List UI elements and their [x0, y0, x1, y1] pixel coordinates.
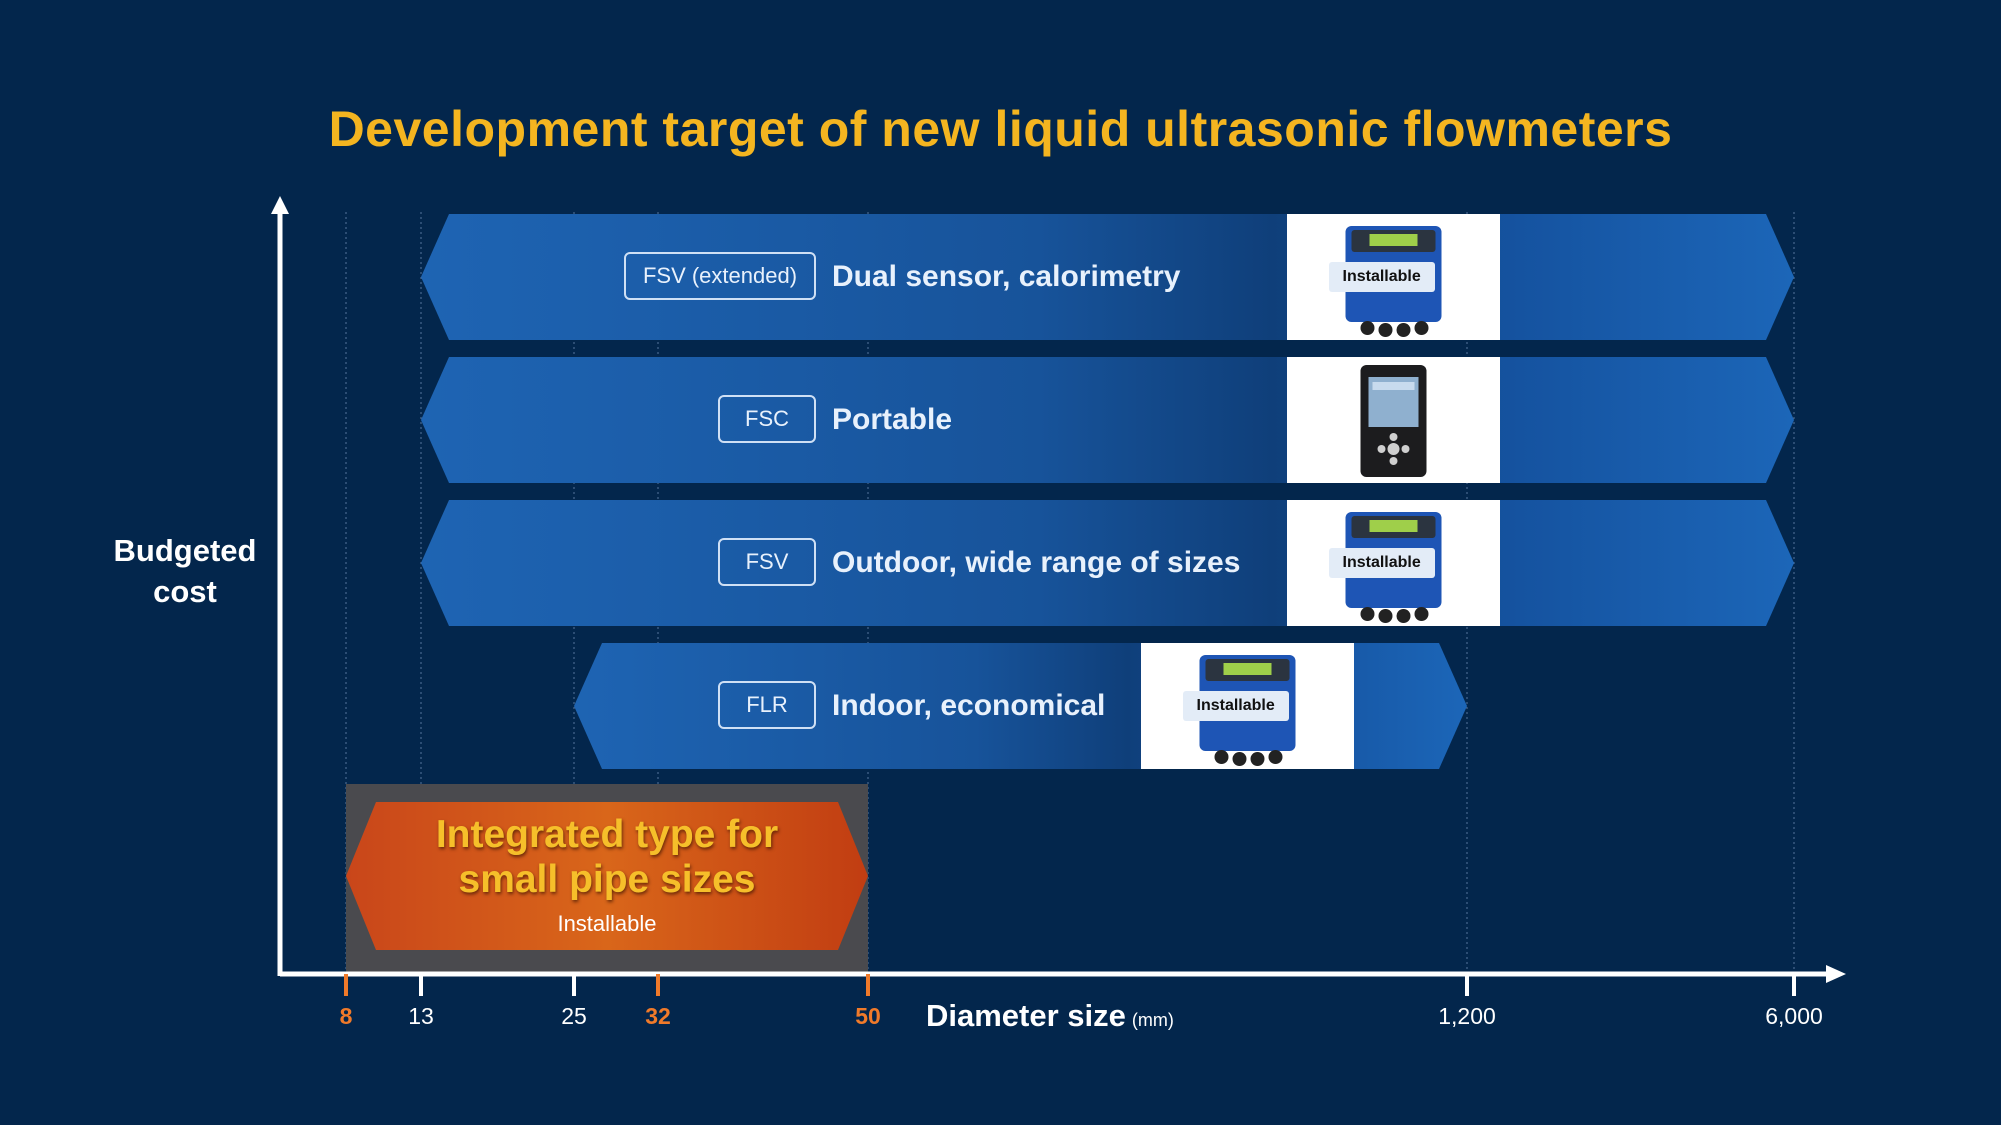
band-description: Portable [832, 403, 953, 436]
device-shape [1369, 520, 1418, 532]
band-code-box: FSC [718, 395, 816, 443]
x-tick-label: 8 [339, 1003, 353, 1029]
x-axis-title: Diameter size [926, 998, 1126, 1033]
device-shape [1268, 750, 1283, 764]
x-axis-arrowhead [1826, 965, 1846, 983]
x-tick-label: 1,200 [1438, 1003, 1496, 1029]
device-photo: Installable [1287, 500, 1500, 626]
installable-badge: Installable [1328, 262, 1435, 292]
band-code-box: FSV [718, 538, 816, 586]
device-shape [1389, 457, 1398, 465]
page-title: Development target of new liquid ultraso… [328, 101, 1673, 157]
x-axis-label: Diameter size(mm) [926, 998, 1174, 1034]
integrated-title-line-1: Integrated type for [435, 813, 779, 856]
device-illustration [1360, 365, 1427, 477]
device-photo [1287, 357, 1500, 483]
y-axis-arrowhead [271, 196, 289, 214]
device-shape [1387, 443, 1400, 455]
integrated-arrow [346, 802, 868, 950]
device-shape [1250, 752, 1265, 766]
band-code-box: FLR [718, 681, 816, 729]
band-description: Indoor, economical [832, 689, 1106, 722]
device-shape [1214, 750, 1229, 764]
device-shape [1414, 607, 1429, 621]
x-tick-label: 50 [855, 1003, 881, 1029]
installable-badge: Installable [1182, 691, 1289, 721]
y-axis-label: Budgeted cost [95, 530, 275, 612]
x-tick-label: 32 [645, 1003, 671, 1029]
device-shape [1377, 445, 1386, 453]
band-code-box: FSV (extended) [624, 252, 816, 300]
band-description: Dual sensor, calorimetry [832, 260, 1181, 293]
device-shape [1401, 445, 1410, 453]
x-tick-label: 13 [408, 1003, 434, 1029]
device-shape [1378, 323, 1393, 337]
device-shape [1232, 752, 1247, 766]
x-tick-label: 25 [561, 1003, 587, 1029]
device-shape [1360, 607, 1375, 621]
device-photo: Installable [1287, 214, 1500, 340]
device-shape [1372, 382, 1415, 390]
band-description: Outdoor, wide range of sizes [832, 546, 1241, 579]
device-shape [1396, 609, 1411, 623]
y-axis-label-line-2: cost [153, 574, 217, 609]
device-shape [1389, 433, 1398, 441]
x-axis-unit: (mm) [1131, 1010, 1174, 1030]
device-shape [1378, 609, 1393, 623]
device-shape [1223, 663, 1272, 675]
band-arrow-fsc [421, 357, 1794, 483]
device-shape [1414, 321, 1429, 335]
installable-badge: Installable [1328, 548, 1435, 578]
device-shape [1360, 321, 1375, 335]
device-shape [1369, 234, 1418, 246]
device-shape [1396, 323, 1411, 337]
integrated-type-title: Integrated type for small pipe sizes [345, 812, 869, 902]
integrated-type-subtitle: Installable [557, 911, 657, 936]
device-photo: Installable [1141, 643, 1354, 769]
x-tick-label: 6,000 [1765, 1003, 1823, 1029]
integrated-title-line-2: small pipe sizes [458, 858, 756, 901]
y-axis-label-line-1: Budgeted [113, 533, 257, 568]
